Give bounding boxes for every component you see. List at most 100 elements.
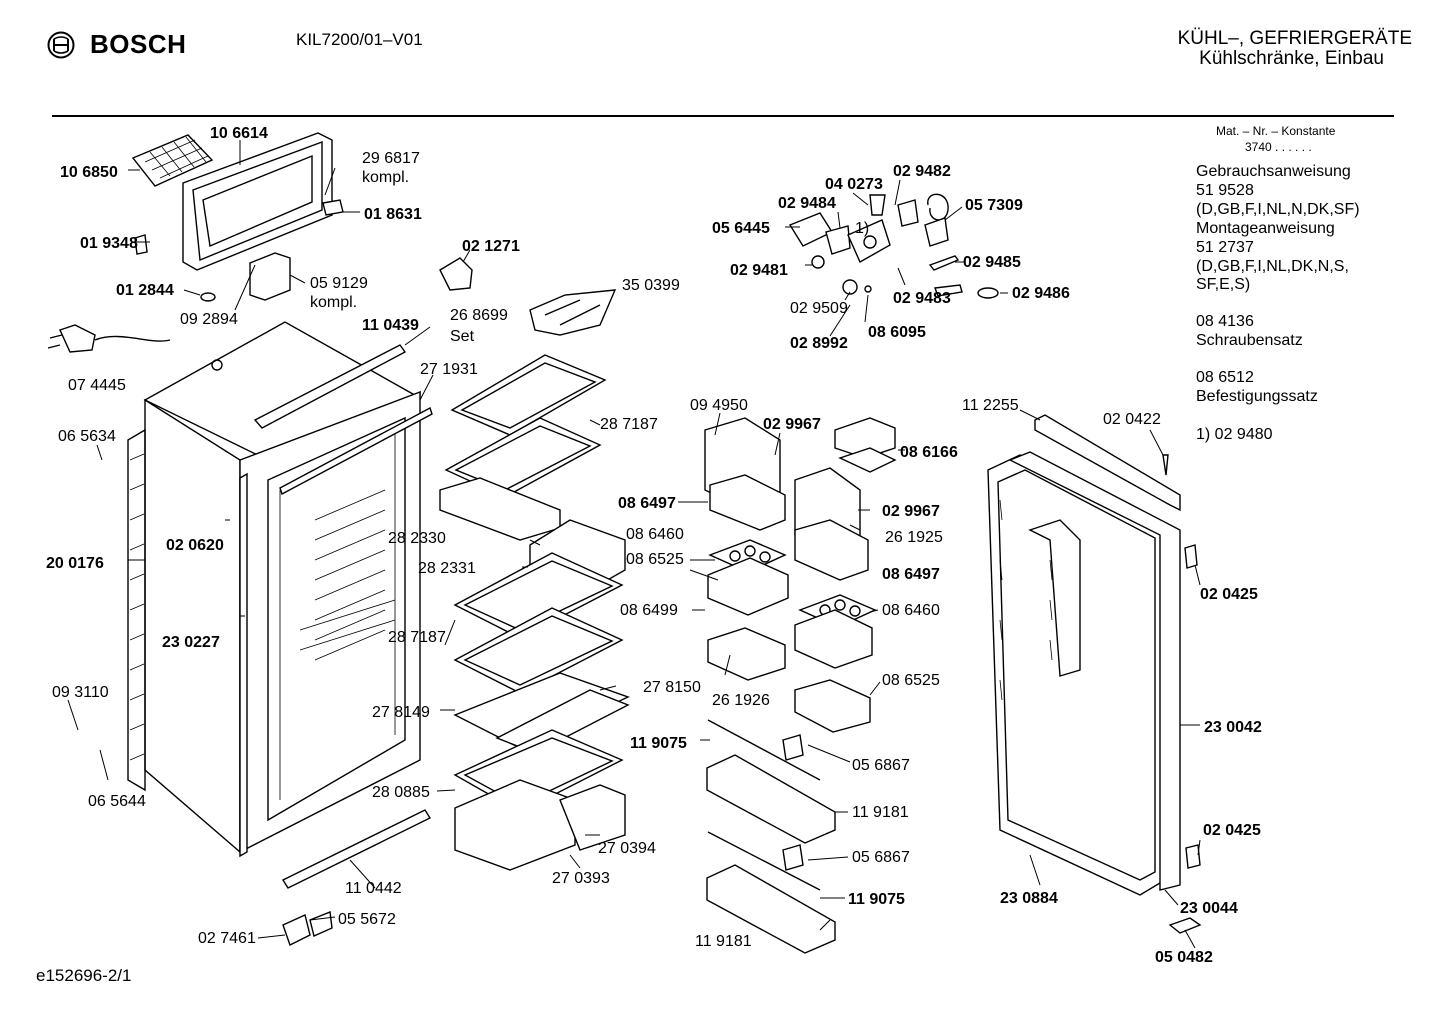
part-label: 23 0227 — [162, 634, 220, 651]
part-label: 08 6460 — [626, 526, 684, 543]
part-label: 01 9348 — [80, 235, 138, 252]
part-label: 05 6445 — [712, 220, 770, 237]
part-label: kompl. — [362, 169, 409, 186]
part-label: 02 1271 — [462, 238, 520, 255]
part-label: 35 0399 — [622, 277, 680, 294]
part-label: 29 6817 — [362, 150, 420, 167]
leader-lines — [67, 140, 1201, 949]
part-label: 02 9967 — [882, 503, 940, 520]
part-label: 11 0439 — [362, 317, 419, 334]
schrauben-title: Schraubensatz — [1196, 332, 1303, 349]
part-label: 20 0176 — [46, 555, 104, 572]
drawing-id: e152696-2/1 — [36, 966, 132, 985]
category-line-2: Kühlschränke, Einbau — [1199, 48, 1384, 69]
part-label: 28 0885 — [372, 784, 430, 801]
part-label: 28 7187 — [388, 629, 446, 646]
part-labels: 10 6614 10 6850 29 6817 kompl. 01 8631 0… — [46, 125, 1262, 966]
part-label: 02 9482 — [893, 163, 951, 180]
part-label: 08 6525 — [882, 672, 940, 689]
mat-value: 3740 . . . . . . — [1245, 140, 1312, 154]
shelves-drawing — [439, 257, 630, 871]
part-label: 27 8149 — [372, 704, 430, 721]
part-label: 11 9181 — [695, 933, 752, 950]
part-label: 27 1931 — [420, 361, 478, 378]
part-label: 11 9075 — [848, 891, 905, 908]
bosch-logo-icon — [47, 31, 75, 58]
part-label: 05 0482 — [1155, 949, 1213, 966]
part-label: 11 9075 — [630, 735, 687, 752]
part-label: 02 9484 — [778, 195, 836, 212]
montage-languages-2: SF,E,S) — [1196, 276, 1251, 293]
part-label: 08 6525 — [626, 551, 684, 568]
part-label: 26 1926 — [712, 692, 770, 709]
montage-languages-1: (D,GB,F,I,NL,DK,N,S, — [1196, 258, 1349, 275]
part-label: 04 0273 — [825, 176, 883, 193]
part-label: 11 9181 — [852, 804, 909, 821]
part-label: 02 0620 — [166, 537, 224, 554]
model-number: KIL7200/01–V01 — [296, 30, 423, 49]
gebrauch-languages: (D,GB,F,I,NL,N,DK,SF) — [1196, 201, 1360, 218]
part-label: 23 0044 — [1180, 900, 1238, 917]
montage-title: Montageanweisung — [1196, 220, 1335, 237]
part-label: 27 0393 — [552, 870, 610, 887]
part-label: 02 9481 — [730, 262, 788, 279]
part-label: 05 6867 — [852, 849, 910, 866]
gebrauch-title: Gebrauchsanweisung — [1196, 163, 1351, 180]
gebrauch-number: 51 9528 — [1196, 182, 1254, 199]
part-label: 08 6166 — [900, 444, 958, 461]
part-label: 28 2331 — [418, 560, 476, 577]
part-label: 05 9129 — [310, 275, 368, 292]
part-label: 08 6095 — [868, 324, 926, 341]
part-label: 08 6460 — [882, 602, 940, 619]
part-label: 23 0042 — [1204, 719, 1262, 736]
part-label: 1) — [855, 220, 869, 237]
part-label: 27 0394 — [598, 840, 656, 857]
part-label: 02 8992 — [790, 335, 848, 352]
part-label: 23 0884 — [1000, 890, 1058, 907]
part-label: 02 9483 — [893, 290, 951, 307]
befestigung-title: Befestigungssatz — [1196, 388, 1318, 405]
brand-name: BOSCH — [90, 29, 187, 59]
part-label: 02 0425 — [1200, 586, 1258, 603]
part-label: 08 6497 — [618, 495, 676, 512]
part-label: 10 6614 — [210, 125, 268, 142]
brand: BOSCH — [46, 29, 186, 60]
header-rule — [52, 115, 1394, 117]
part-label: 05 6867 — [852, 757, 910, 774]
part-label: 09 3110 — [52, 684, 109, 701]
part-label: 09 4950 — [690, 397, 748, 414]
befestigung-number: 08 6512 — [1196, 369, 1254, 386]
part-label: 08 6499 — [620, 602, 678, 619]
footnote: 1) 02 9480 — [1196, 426, 1273, 443]
part-label: Set — [450, 328, 475, 345]
part-label: kompl. — [310, 294, 357, 311]
part-label: 02 9967 — [763, 416, 821, 433]
part-label: 08 6497 — [882, 566, 940, 583]
part-label: 07 4445 — [68, 377, 126, 394]
part-label: 02 9485 — [963, 254, 1021, 271]
part-label: 11 0442 — [345, 880, 402, 897]
control-parts-drawing — [788, 193, 999, 299]
part-label: 02 9486 — [1012, 285, 1070, 302]
part-label: 02 7461 — [198, 930, 256, 947]
part-label: 26 1925 — [885, 529, 943, 546]
part-label: 06 5634 — [58, 428, 116, 445]
schrauben-number: 08 4136 — [1196, 313, 1254, 330]
part-label: 28 2330 — [388, 530, 446, 547]
part-label: 27 8150 — [643, 679, 701, 696]
part-label: 10 6850 — [60, 164, 118, 181]
part-label: 28 7187 — [600, 416, 658, 433]
category-line-1: KÜHL–, GEFRIERGERÄTE — [1177, 28, 1412, 49]
part-label: 01 8631 — [364, 206, 422, 223]
part-label: 02 0425 — [1203, 822, 1261, 839]
mat-title: Mat. – Nr. – Konstante — [1216, 124, 1336, 138]
cabinet-drawing — [127, 321, 433, 946]
freezer-parts-drawing — [47, 132, 344, 353]
part-label: 05 7309 — [965, 197, 1023, 214]
door-shelves-drawing — [704, 417, 897, 954]
part-label: 01 2844 — [116, 282, 174, 299]
part-label: 09 2894 — [180, 311, 238, 328]
part-label: 26 8699 — [450, 307, 508, 324]
